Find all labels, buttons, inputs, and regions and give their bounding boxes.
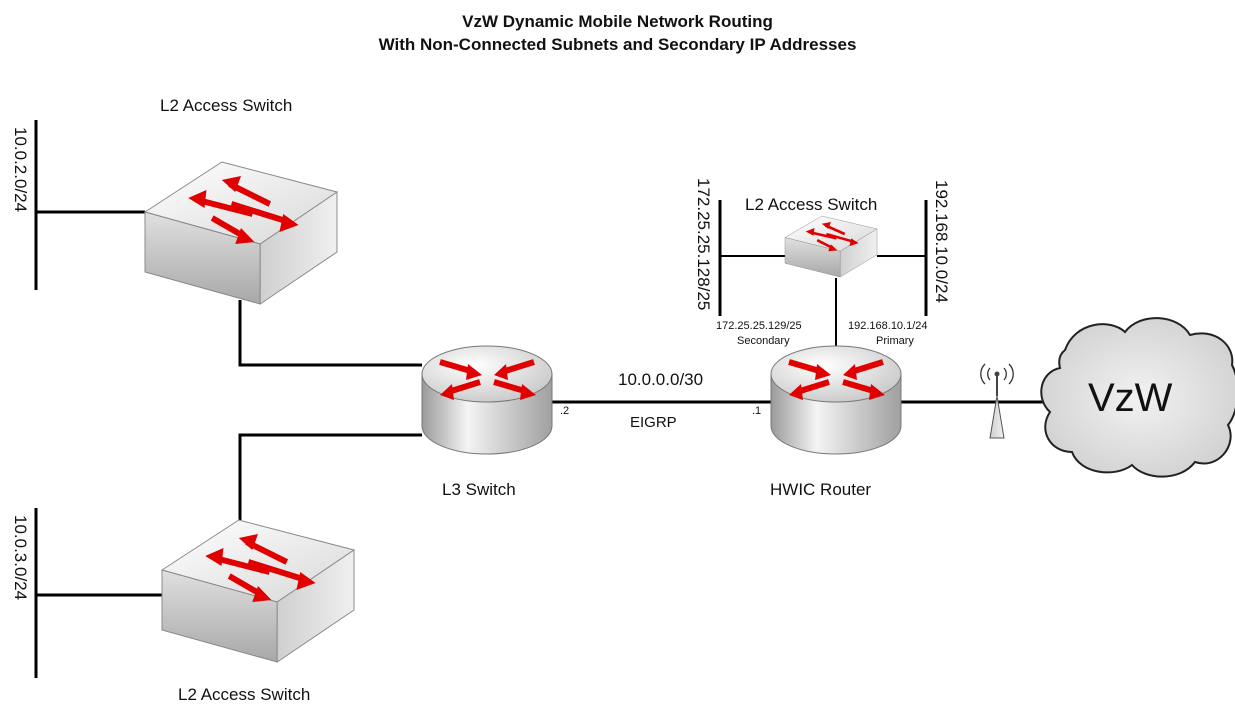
- l3-switch-icon: [422, 346, 552, 454]
- subnet-label-10-0-3-0: 10.0.3.0/24: [11, 515, 30, 601]
- cloud-label: VzW: [1088, 376, 1173, 420]
- link-l2-top-to-l3: [238, 300, 422, 367]
- l2-switch-top-left-label: L2 Access Switch: [160, 96, 293, 115]
- diagram-title-line1: VzW Dynamic Mobile Network Routing: [462, 12, 773, 31]
- primary-ip-label: 192.168.10.1/24: [848, 320, 928, 332]
- secondary-tag-label: Secondary: [737, 335, 790, 347]
- subnet-label-192-168-10-0: 192.168.10.0/24: [932, 180, 951, 303]
- antenna-icon: [980, 363, 1014, 439]
- l2-switch-bottom-left-label: L2 Access Switch: [178, 685, 311, 704]
- link-protocol-label: EIGRP: [630, 414, 677, 431]
- l2-switch-upper-right-label: L2 Access Switch: [745, 195, 878, 214]
- hwic-router-icon: [771, 346, 901, 454]
- link-l2-bottom-to-l3: [238, 433, 422, 520]
- subnet-label-10-0-2-0: 10.0.2.0/24: [11, 127, 30, 213]
- secondary-ip-label: 172.25.25.129/25: [716, 320, 802, 332]
- l3-interface-label: .2: [560, 405, 570, 417]
- l2-access-switch-top-left: [145, 162, 337, 304]
- diagram-title-line2: With Non-Connected Subnets and Secondary…: [378, 35, 857, 54]
- primary-tag-label: Primary: [876, 335, 914, 347]
- l2-access-switch-upper-right: [783, 214, 879, 279]
- l3-switch-label: L3 Switch: [442, 480, 516, 499]
- router-interface-label: .1: [752, 405, 762, 417]
- link-network-label: 10.0.0.0/30: [618, 370, 704, 389]
- hwic-router-label: HWIC Router: [770, 480, 872, 499]
- vzw-cloud-icon: [1040, 317, 1235, 478]
- subnet-label-172-25-25-128: 172.25.25.128/25: [694, 178, 713, 311]
- l2-access-switch-bottom-left: [162, 520, 354, 662]
